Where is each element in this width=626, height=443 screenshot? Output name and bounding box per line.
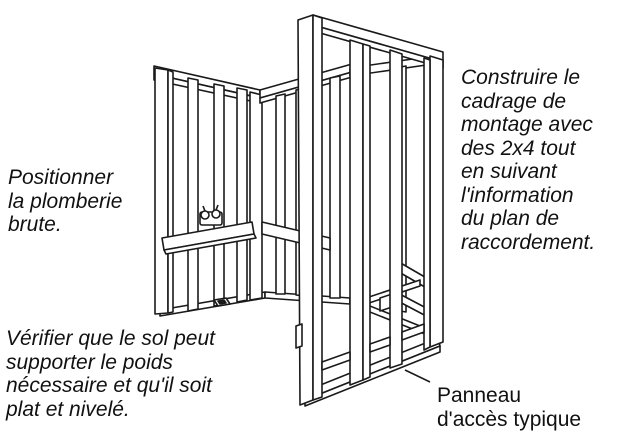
front-wall-frame xyxy=(297,14,444,407)
access-panel-caption: Panneau d'accès typique xyxy=(437,384,582,431)
access-panel-marker xyxy=(295,323,431,383)
plumbing-caption: Positionner la plomberie brute. xyxy=(8,166,123,236)
back-left-wall-frame xyxy=(153,65,266,317)
drain-icon xyxy=(213,297,231,307)
faucet-valve-icon xyxy=(199,204,223,226)
floor-caption: Vérifier que le sol peut supporter le po… xyxy=(6,327,215,421)
framing-caption: Construire le cadrage de montage avec de… xyxy=(461,66,596,254)
